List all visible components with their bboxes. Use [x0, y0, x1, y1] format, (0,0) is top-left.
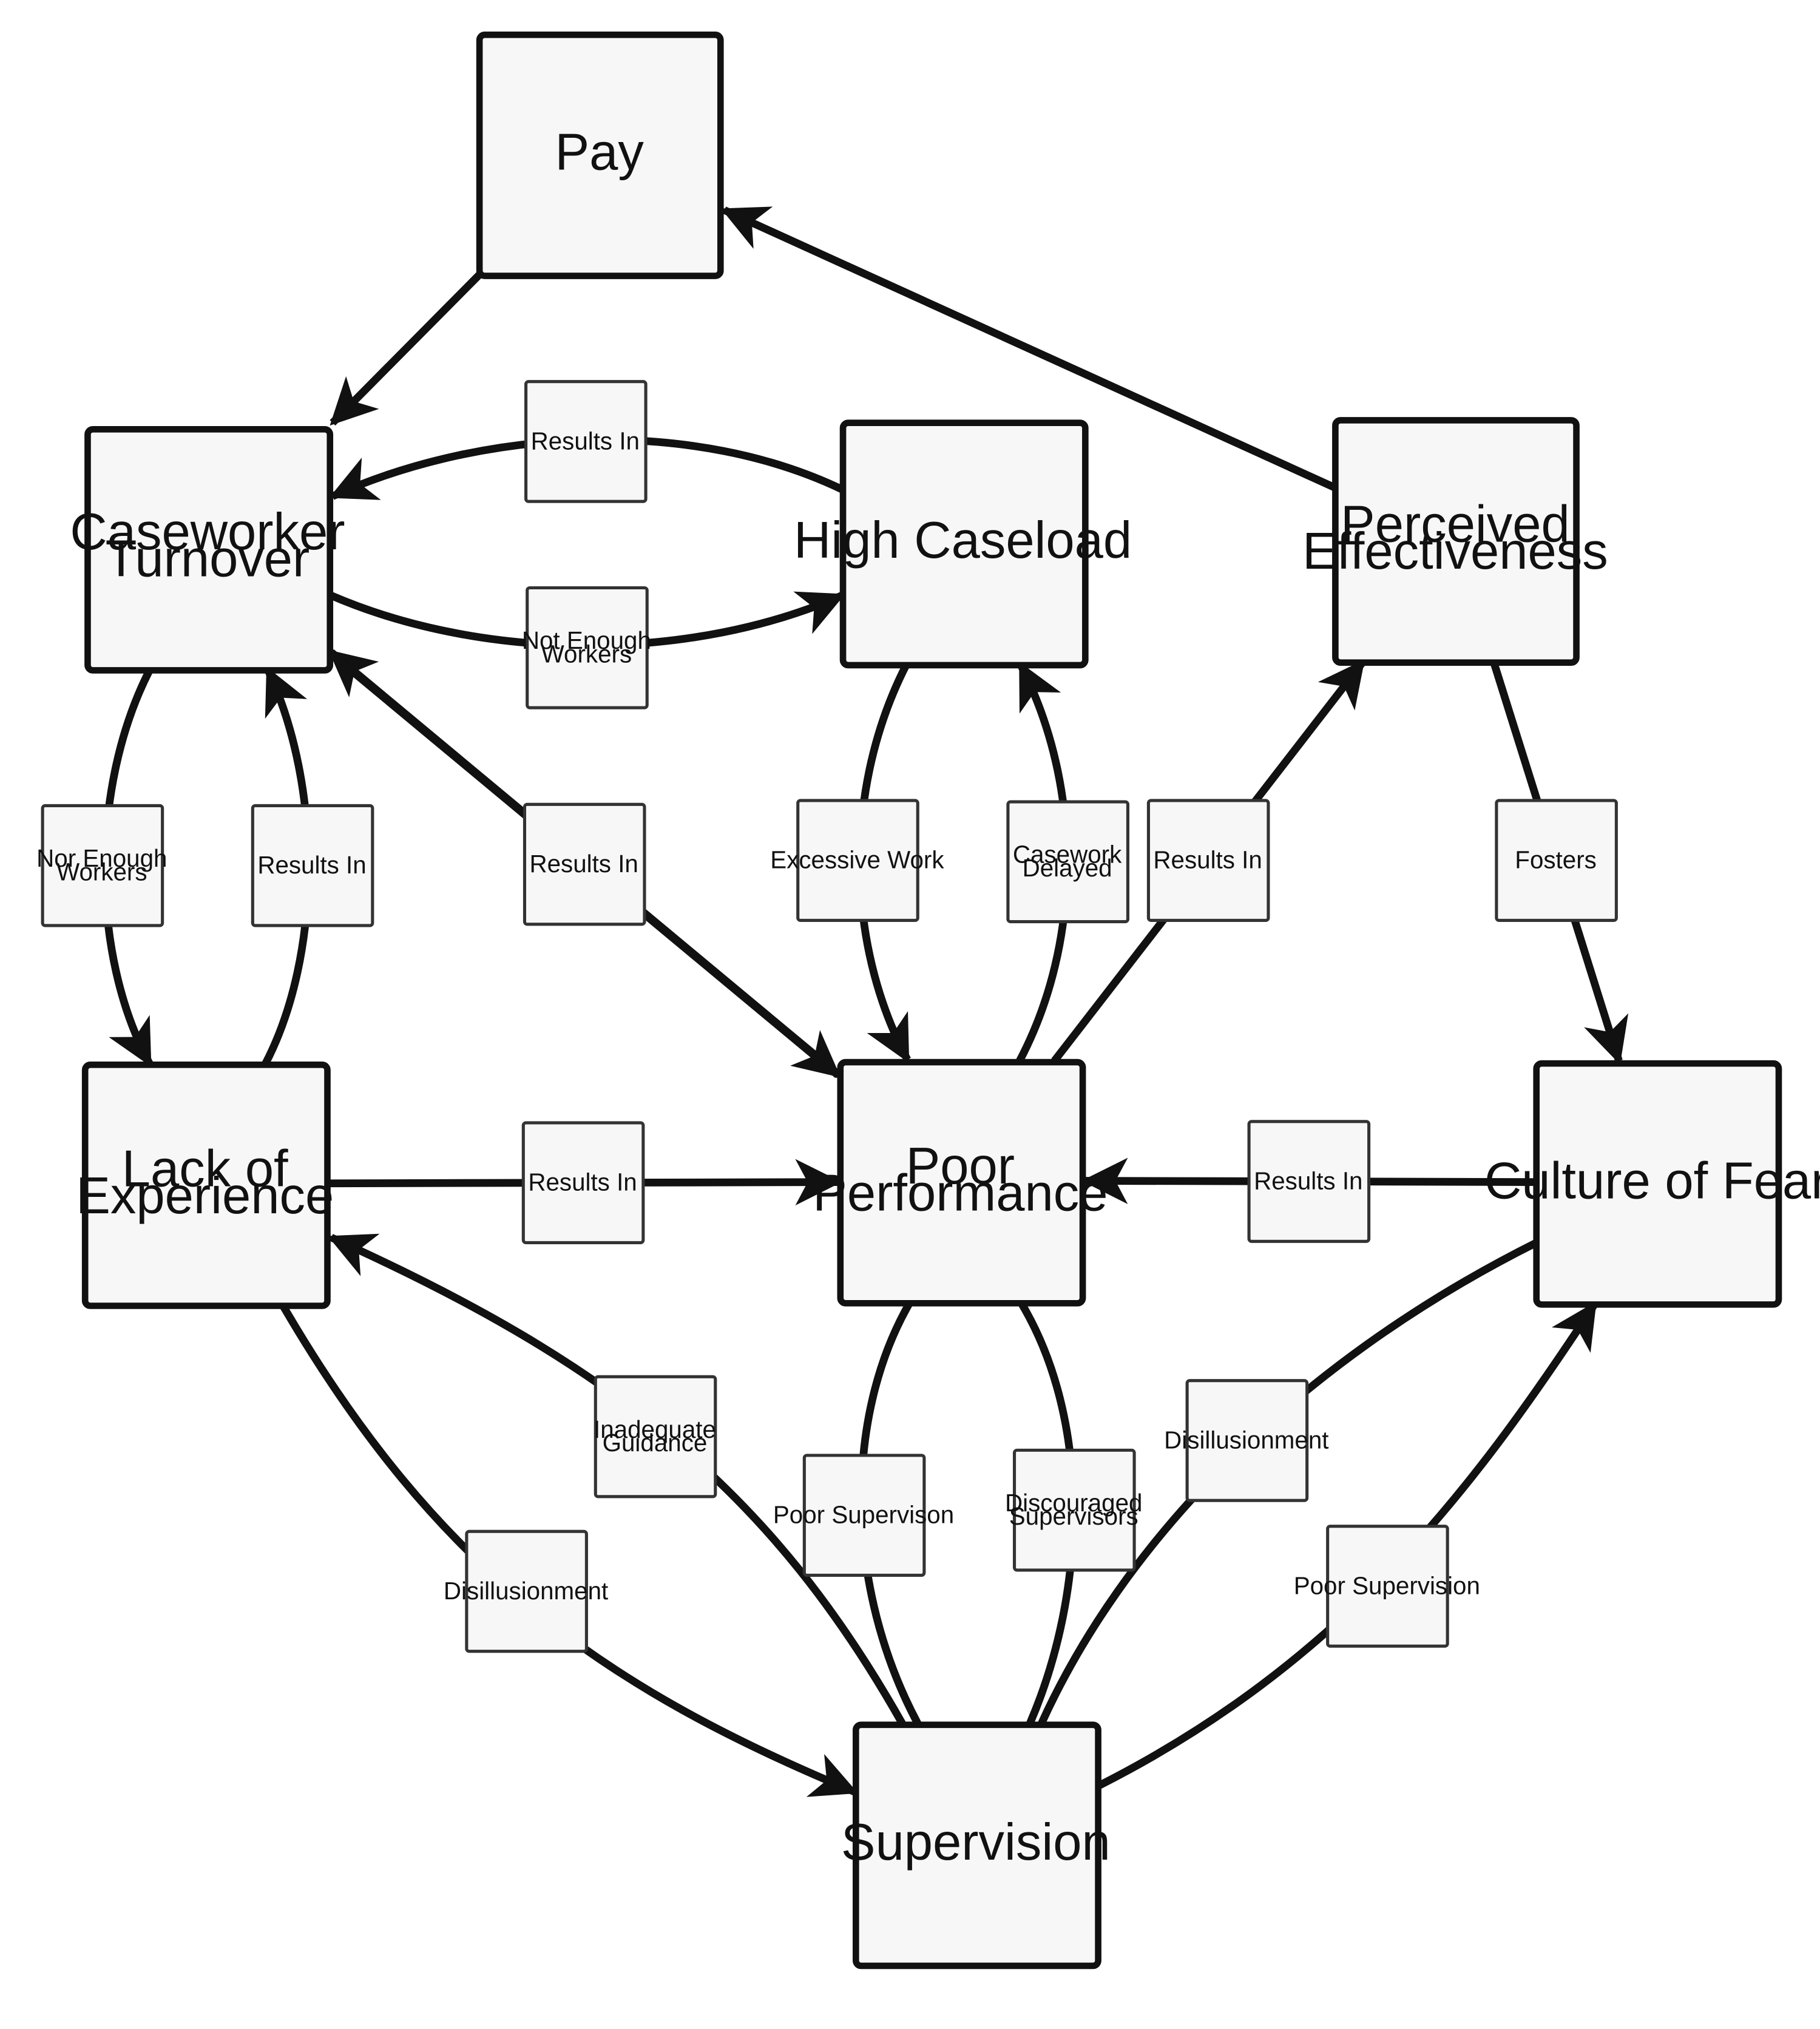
label-caseload-to-performance: Excessive Work — [770, 799, 944, 923]
label-fear-to-supervision: Disillusionment — [1164, 1379, 1328, 1502]
label-turnover-to-caseload: Not EnoughWorkers — [522, 586, 651, 710]
edge-labels: Results In Not EnoughWorkers Nor EnoughW… — [36, 380, 1618, 1653]
label-performance-to-effectiveness: Results In — [1146, 799, 1270, 923]
node-lack-of-experience: Lack ofExperience — [76, 1062, 334, 1309]
node-high-caseload: High Caseload — [794, 419, 1132, 669]
node-perceived-effectiveness: PerceivedEffectiveness — [1302, 417, 1608, 666]
label-performance-to-effectiveness-text: Results In — [1153, 846, 1262, 874]
edge-effectiveness-to-pay — [720, 206, 1336, 491]
label-turnover-to-lack-text: Nor EnoughWorkers — [36, 844, 167, 886]
label-lack-to-turnover-text: Results In — [257, 851, 366, 879]
label-supervision-to-performance-b: DiscouragedSupervisors — [1005, 1448, 1143, 1572]
label-fear-to-performance-text: Results In — [1254, 1167, 1362, 1194]
nodes: Pay CaseworkerTurnover High Caseload Per… — [70, 32, 1820, 1970]
label-supervision-to-performance-b-text: DiscouragedSupervisors — [1005, 1489, 1143, 1530]
label-performance-to-turnover: Results In — [523, 802, 646, 926]
label-supervision-to-fear-text: Poor Supervision — [1294, 1571, 1480, 1599]
label-supervision-to-lack-text: InadequateGuidance — [594, 1415, 716, 1457]
label-turnover-to-lack: Nor EnoughWorkers — [36, 804, 167, 927]
node-supervision-label: Supervision — [841, 1814, 1111, 1871]
label-supervision-to-fear: Poor Supervision — [1294, 1525, 1480, 1648]
label-fear-to-supervision-text: Disillusionment — [1164, 1426, 1328, 1454]
label-supervision-to-performance-a-text: Poor Supervison — [773, 1501, 954, 1529]
node-poor-performance-label: PoorPerformance — [813, 1137, 1108, 1222]
label-effectiveness-to-fear-text: Fosters — [1515, 846, 1597, 874]
label-performance-to-caseload-text: CaseworkDelayed — [1013, 841, 1122, 882]
label-caseload-to-turnover-text: Results In — [531, 427, 640, 455]
label-supervision-to-lack: InadequateGuidance — [594, 1375, 717, 1499]
label-supervision-to-performance-a: Poor Supervison — [773, 1454, 954, 1577]
label-lack-to-supervision: Disillusionment — [444, 1529, 608, 1653]
label-effectiveness-to-fear: Fosters — [1495, 799, 1618, 923]
label-caseload-to-performance-text: Excessive Work — [770, 846, 944, 874]
label-fear-to-performance: Results In — [1247, 1120, 1371, 1243]
node-pay-label: Pay — [555, 123, 644, 181]
label-lack-to-performance-text: Results In — [528, 1168, 637, 1196]
label-caseload-to-turnover: Results In — [524, 380, 648, 503]
label-performance-to-turnover-text: Results In — [529, 850, 638, 878]
label-performance-to-caseload: CaseworkDelayed — [1006, 800, 1129, 924]
node-caseworker-turnover: CaseworkerTurnover — [70, 425, 345, 674]
node-poor-performance: PoorPerformance — [813, 1059, 1108, 1307]
node-caseworker-turnover-label: CaseworkerTurnover — [70, 503, 345, 588]
label-lack-to-turnover: Results In — [251, 804, 374, 927]
node-lack-of-experience-label: Lack ofExperience — [76, 1140, 334, 1225]
node-culture-of-fear-label: Culture of Fear — [1484, 1152, 1820, 1210]
node-supervision: Supervision — [841, 1721, 1111, 1970]
label-lack-to-supervision-text: Disillusionment — [444, 1577, 608, 1605]
node-culture-of-fear: Culture of Fear — [1484, 1060, 1820, 1308]
node-pay: Pay — [476, 32, 724, 279]
edge-pay-to-turnover — [330, 271, 482, 426]
node-perceived-effectiveness-label: PerceivedEffectiveness — [1302, 495, 1608, 580]
label-lack-to-performance: Results In — [521, 1121, 645, 1244]
node-high-caseload-label: High Caseload — [794, 511, 1132, 569]
label-turnover-to-caseload-text: Not EnoughWorkers — [522, 626, 651, 668]
